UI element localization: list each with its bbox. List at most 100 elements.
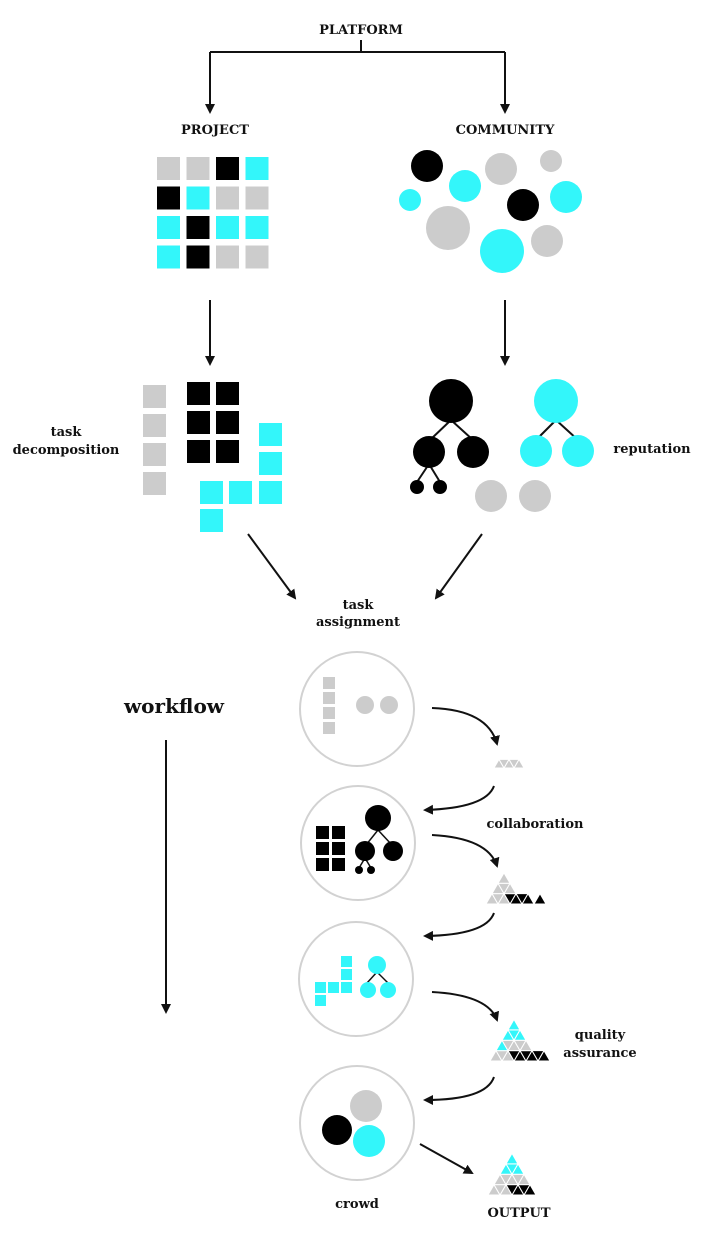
member-circle: [356, 696, 374, 714]
member-circle: [350, 1090, 382, 1122]
tree-node: [365, 805, 391, 831]
arrow-to-stage3: [423, 912, 495, 941]
tree-node: [368, 956, 386, 974]
tree-node: [410, 480, 424, 494]
task-square: [186, 186, 210, 210]
task-square: [157, 245, 180, 269]
task-square: [259, 423, 282, 446]
task-square: [323, 677, 335, 689]
task-decomposition-label-1: task: [51, 425, 83, 440]
member-circle: [399, 189, 421, 211]
member-circle: [480, 229, 524, 273]
task-square: [187, 382, 210, 405]
task-square: [143, 472, 166, 495]
stage-ring: [298, 921, 414, 1037]
member-circle: [426, 206, 470, 250]
task-square: [157, 157, 180, 180]
project-label: PROJECT: [181, 123, 249, 138]
member-circle: [411, 150, 443, 182]
tree-node: [475, 480, 507, 512]
task-square: [187, 411, 210, 434]
tree-node: [383, 841, 403, 861]
task-square: [245, 157, 269, 180]
quality-assurance-label-2: assurance: [563, 1046, 636, 1061]
task-square: [143, 385, 166, 408]
arrow-to-stage4: [423, 1076, 495, 1105]
task-square: [341, 982, 352, 993]
task-square: [216, 245, 239, 269]
workflow-stage-4: [299, 1065, 415, 1181]
task-square: [186, 216, 210, 239]
task-square: [323, 707, 335, 719]
arrow-crowd-to-output: [419, 1143, 474, 1174]
member-circle: [449, 170, 481, 202]
triangle-piece: [515, 893, 529, 905]
task-square: [216, 440, 239, 463]
tree-edge: [376, 971, 389, 984]
tree-node: [433, 480, 447, 494]
decomposed-tasks: [143, 382, 282, 532]
tree-node: [355, 841, 375, 861]
task-square: [332, 858, 345, 871]
tree-node: [360, 982, 376, 998]
triangle-piece: [507, 1018, 521, 1031]
tree-node: [562, 435, 594, 467]
task-square: [332, 842, 345, 855]
task-square: [186, 245, 210, 269]
task-square: [315, 995, 326, 1006]
arrow-to-stage2: [423, 785, 495, 815]
project-task-grid: [157, 157, 269, 269]
task-square: [259, 481, 282, 504]
output-label: OUTPUT: [487, 1206, 550, 1221]
community-members: [399, 150, 582, 273]
task-square: [216, 157, 239, 180]
tree-node: [534, 379, 578, 423]
task-square: [186, 157, 210, 180]
task-square: [200, 481, 223, 504]
task-square: [316, 842, 329, 855]
reputation-label: reputation: [613, 442, 691, 457]
tree-node: [519, 480, 551, 512]
tree-node: [380, 982, 396, 998]
workflow-stage-2: [300, 785, 416, 901]
task-square: [316, 826, 329, 839]
output-triangles-3: [489, 1018, 551, 1062]
task-square: [216, 216, 239, 239]
output-triangles-1: [493, 758, 525, 769]
output-triangles-final: [487, 1152, 537, 1196]
crowd-label: crowd: [335, 1197, 379, 1212]
task-square: [200, 509, 223, 532]
member-circle: [540, 150, 562, 172]
stage-ring: [300, 785, 416, 901]
arrow-stage1-out: [431, 707, 500, 746]
stage-ring: [299, 1065, 415, 1181]
arrow-stage3-out: [431, 991, 499, 1022]
arrow-to-assignment-left: [247, 533, 297, 600]
task-square: [216, 186, 239, 210]
task-square: [323, 692, 335, 704]
task-assignment-label-1: task: [343, 598, 375, 613]
task-square: [245, 245, 269, 269]
task-square: [229, 481, 252, 504]
task-square: [187, 440, 210, 463]
task-square: [245, 186, 269, 210]
tree-node: [520, 435, 552, 467]
task-assignment-label-2: assignment: [316, 615, 400, 630]
stage-ring: [299, 651, 415, 767]
task-square: [341, 956, 352, 967]
collaboration-label: collaboration: [487, 817, 585, 832]
triangle-piece: [498, 758, 510, 769]
tree-node: [355, 866, 363, 874]
arrow-to-assignment-right: [434, 533, 483, 600]
tree-node: [367, 866, 375, 874]
triangle-piece: [505, 1152, 519, 1165]
task-square: [328, 982, 339, 993]
tree-node: [413, 436, 445, 468]
task-square: [341, 969, 352, 980]
task-square: [315, 982, 326, 993]
tree-node: [429, 379, 473, 423]
task-square: [216, 411, 239, 434]
workflow-stage-3: [298, 921, 414, 1037]
